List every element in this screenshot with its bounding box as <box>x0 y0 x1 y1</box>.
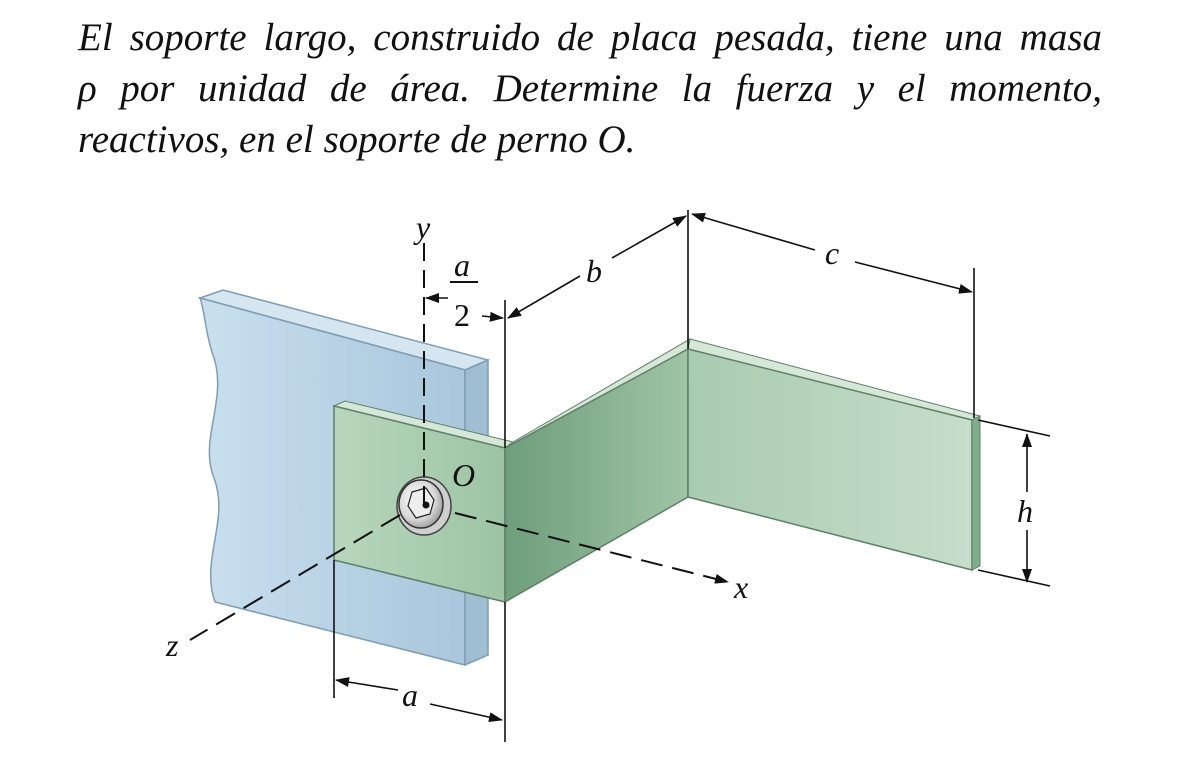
problem-line-1: El soporte largo, construido de placa pe… <box>78 16 1102 59</box>
figure-labels: y x z O a 2 b c h a <box>165 209 1033 713</box>
label-x: x <box>733 569 748 605</box>
label-y: y <box>413 209 431 245</box>
problem-statement: El soporte largo, construido de placa pe… <box>78 12 1102 165</box>
label-z: z <box>165 627 179 663</box>
dimension-lines <box>333 210 1051 742</box>
label-h: h <box>1017 493 1033 529</box>
label-a-half-den: 2 <box>454 297 470 333</box>
x-axis-line <box>454 512 729 584</box>
z-axis-line <box>189 514 401 641</box>
plate-c-end <box>971 415 981 571</box>
label-c: c <box>825 235 839 271</box>
label-origin: O <box>452 457 475 493</box>
axes <box>189 243 729 641</box>
bolt <box>396 476 452 536</box>
problem-line-3: reactivos, en el soporte de perno O. <box>78 118 636 161</box>
label-a-half-num: a <box>454 247 470 283</box>
label-b: b <box>586 253 602 289</box>
label-a: a <box>402 677 418 713</box>
bracket <box>332 338 982 604</box>
problem-line-2: ρ por unidad de área. Determine la fuerz… <box>78 67 1102 110</box>
